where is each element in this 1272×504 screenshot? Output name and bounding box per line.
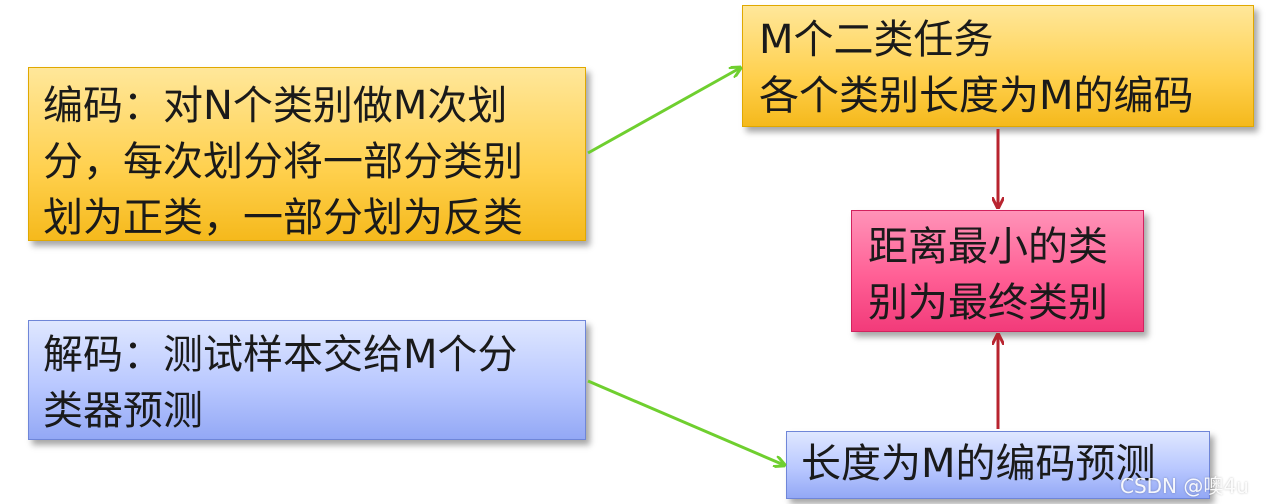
- decode-line-1: 解码：测试样本交给M个分: [43, 332, 518, 378]
- m-tasks-box: M个二类任务 各个类别长度为M的编码: [742, 5, 1254, 127]
- encode-line-3: 划为正类，一部分划为反类: [43, 195, 523, 241]
- min-distance-line-2: 别为最终类别: [868, 280, 1108, 326]
- min-distance-line-1: 距离最小的类: [868, 224, 1108, 270]
- watermark-text: CSDN @噢4u: [1120, 474, 1249, 498]
- min-distance-box: 距离最小的类 别为最终类别: [851, 210, 1144, 332]
- arrow-decode-to-predict: [587, 379, 784, 465]
- encode-box: 编码：对N个类别做M次划 分，每次划分将一部分类别 划为正类，一部分划为反类: [28, 67, 586, 241]
- decode-line-2: 类器预测: [43, 388, 203, 434]
- predict-code-box: 长度为M的编码预测: [786, 431, 1210, 499]
- m-tasks-line-2: 各个类别长度为M的编码: [759, 73, 1194, 119]
- arrow-encode-to-tasks: [587, 68, 740, 155]
- encode-line-1: 编码：对N个类别做M次划: [43, 83, 508, 129]
- decode-box: 解码：测试样本交给M个分 类器预测: [28, 320, 586, 440]
- encode-line-2: 分，每次划分将一部分类别: [43, 139, 523, 185]
- predict-code-line-1: 长度为M的编码预测: [801, 441, 1156, 487]
- m-tasks-line-1: M个二类任务: [759, 17, 994, 63]
